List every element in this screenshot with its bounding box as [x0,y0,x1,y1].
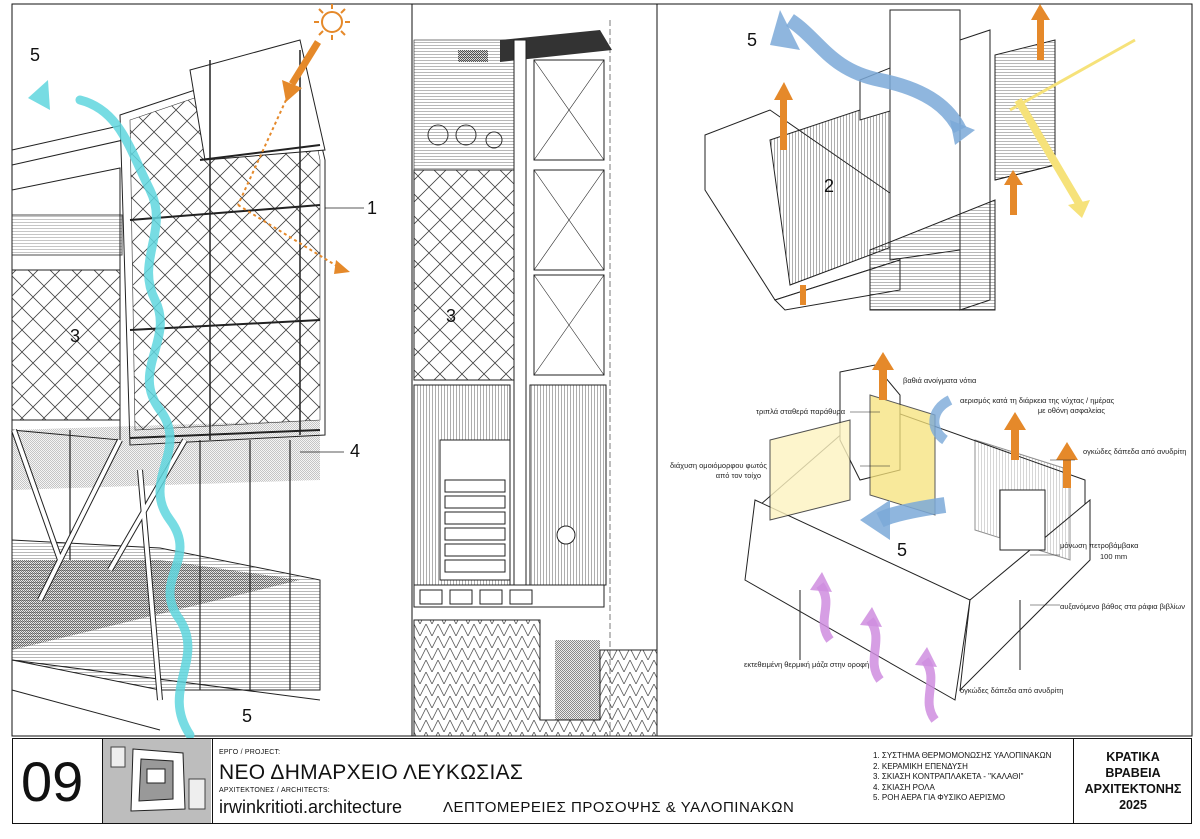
legend-item: 3. ΣΚΙΑΣΗ ΚΟΝΤΡΑΠΛΑΚΕΤΑ - "ΚΑΛΑΘΙ" [873,772,1024,781]
award-divider [1073,739,1074,823]
label-3-section: 3 [446,306,457,326]
site-plan-thumbnail [103,739,213,823]
annotation-ventilation-2: με οθόνη ασφαλείας [1037,406,1105,415]
label-3-basket-shading: 3 [70,326,81,346]
award-line: ΚΡΑΤΙΚΑ [1106,750,1160,764]
annotation-bookshelves: αυξανόμενο βάθος στα ράφια βιβλίων [1060,602,1185,611]
legend-item: 5. ΡΟΗ ΑΕΡΑ ΓΙΑ ΦΥΣΙΚΟ ΑΕΡΙΣΜΟ [873,793,1006,802]
annotation-anhydrite-floors-right: ογκώδες δάπεδα από ανυδρίτη [1083,447,1187,456]
annotation-triple-windows: τριπλά σταθερά παράθυρα [756,407,846,416]
label-5-air-exhaust: 5 [30,45,41,65]
airflow-arrow-icon [28,80,50,110]
legend-item: 1. ΣΥΣΤΗΜΑ ΘΕΡΜΟΜΟΝΩΣΗΣ ΥΑΛΟΠΙΝΑΚΩΝ [873,751,1052,760]
label-5-air-intake: 5 [242,706,253,726]
annotation-insulation: μόνωση πετροβάμβακα [1060,541,1139,550]
site-plan-icon [103,739,211,823]
facade-perspective-drawing [11,39,364,731]
label-4-roller-shading: 4 [350,441,361,461]
architects-name: irwinkritioti.architecture [219,797,403,817]
annotation-deep-openings: βαθιά ανοίγματα νότια [903,376,977,385]
label-2-ceramic-cladding: 2 [824,176,835,196]
annotation-anhydrite-floors-bottom: ογκώδες δάπεδα από ανυδρίτη [960,686,1064,695]
annotation-diffusion: διάχυση ομοιόμορφου φωτός [670,461,767,470]
annotation-diffusion-2: από τον τοίχο [715,471,761,480]
airflow-arrow-icon [860,395,953,540]
sun-ray-arrow [237,40,350,274]
airflow-arrow-icon [75,95,195,740]
annotation-ventilation: αερισμός κατά τη διάρκεια της νύχτας / η… [960,396,1115,405]
label-1-glazing-system: 1 [367,198,378,218]
sheet-number-cell: 09 [13,739,103,823]
annotation-insulation-2: 100 mm [1100,552,1128,561]
ceramic-cladding-axonometric [704,9,1056,311]
wall-section-drawing [413,20,658,737]
drawing-title: ΛΕΠΤΟΜΕΡΕΙΕΣ ΠΡΟΣΟΨΗΣ & ΥΑΛΟΠΙΝΑΚΩΝ [443,799,795,816]
award-line: 2025 [1119,798,1147,812]
sun-icon [314,4,350,40]
project-label: ΕΡΓΟ / PROJECT: [219,749,281,756]
title-block: 09 ΕΡΓΟ / PROJECT: ΝΕΟ ΔΗΜΑΡΧΕΙΟ ΛΕΥΚΩΣΙ… [12,738,1192,824]
award-line: ΑΡΧΙΤΕΚΤΟΝΗΣ [1084,782,1182,796]
heat-arrow-icon [774,4,1050,305]
legend-item: 4. ΣΚΙΑΣΗ ΡΟΛΑ [873,782,935,792]
annotation-thermal-mass: εκτεθειμένη θερμική μάζα στην οροφή [744,660,870,669]
legend-list: 1. ΣΥΣΤΗΜΑ ΘΕΡΜΟΜΟΝΩΣΗΣ ΥΑΛΟΠΙΝΑΚΩΝ 2. Κ… [873,751,1051,804]
award-block: ΚΡΑΤΙΚΑ ΒΡΑΒΕΙΑ ΑΡΧΙΤΕΚΤΟΝΗΣ 2025 [1077,749,1189,813]
award-line: ΒΡΑΒΕΙΑ [1105,766,1161,780]
label-5-bottom-right: 5 [897,540,908,560]
architects-label: ΑΡΧΙΤΕΚΤΟΝΕΣ / ARCHITECTS: [219,787,330,794]
annotation-leaders [850,411,1075,606]
thermal-mass-arrowhead [810,572,937,667]
project-name: ΝΕΟ ΔΗΜΑΡΧΕΙΟ ΛΕΥΚΩΣΙΑΣ [219,761,524,784]
sun-ray-arrow [1009,38,1136,218]
sheet-number: 09 [21,750,84,813]
heat-arrow-icon [872,352,1078,488]
airflow-arrow-icon [770,10,975,145]
label-5-top-right: 5 [747,30,758,50]
legend-item: 2. ΚΕΡΑΜΙΚΗ ΕΠΕΝΔΥΣΗ [873,761,968,771]
